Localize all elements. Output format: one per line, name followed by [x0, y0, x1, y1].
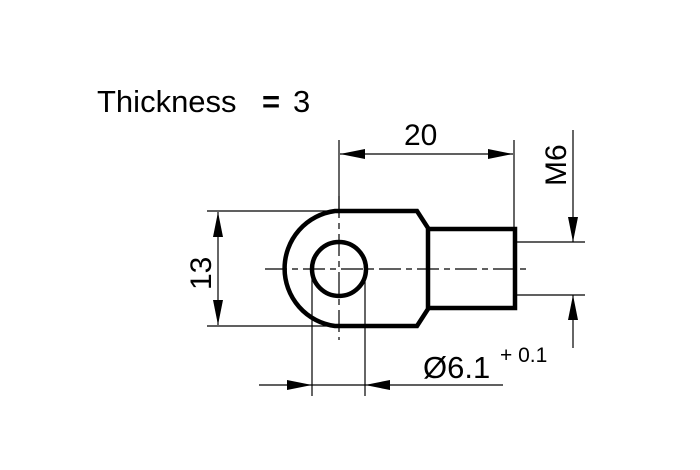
thickness-text: Thickness [97, 84, 237, 119]
dimension-thread: M6 [517, 130, 585, 348]
hole-diameter-value: Ø6.1 [423, 350, 490, 385]
height-arrow-top [213, 212, 223, 237]
center-lines [265, 196, 528, 340]
length-value: 20 [404, 119, 437, 152]
thickness-value: 3 [293, 84, 310, 119]
hole-arrow-left [287, 380, 312, 390]
lug-outline [282, 208, 431, 329]
arrowhead-left [340, 149, 365, 159]
hole-arrow-right [365, 380, 390, 390]
thickness-equals: = [262, 84, 280, 119]
dimension-length: 20 [338, 119, 515, 229]
height-value: 13 [185, 257, 218, 290]
thread-arrow-up [568, 295, 578, 320]
hole-tolerance: + 0.1 [500, 344, 547, 367]
dimension-height: 13 [185, 210, 335, 327]
height-arrow-bottom [213, 300, 223, 325]
thread-arrow-down [568, 217, 578, 242]
thickness-label: Thickness = 3 [97, 84, 310, 119]
dimension-hole: Ø6.1 + 0.1 [259, 269, 547, 396]
arrowhead-right [488, 149, 513, 159]
thread-value: M6 [540, 144, 573, 186]
